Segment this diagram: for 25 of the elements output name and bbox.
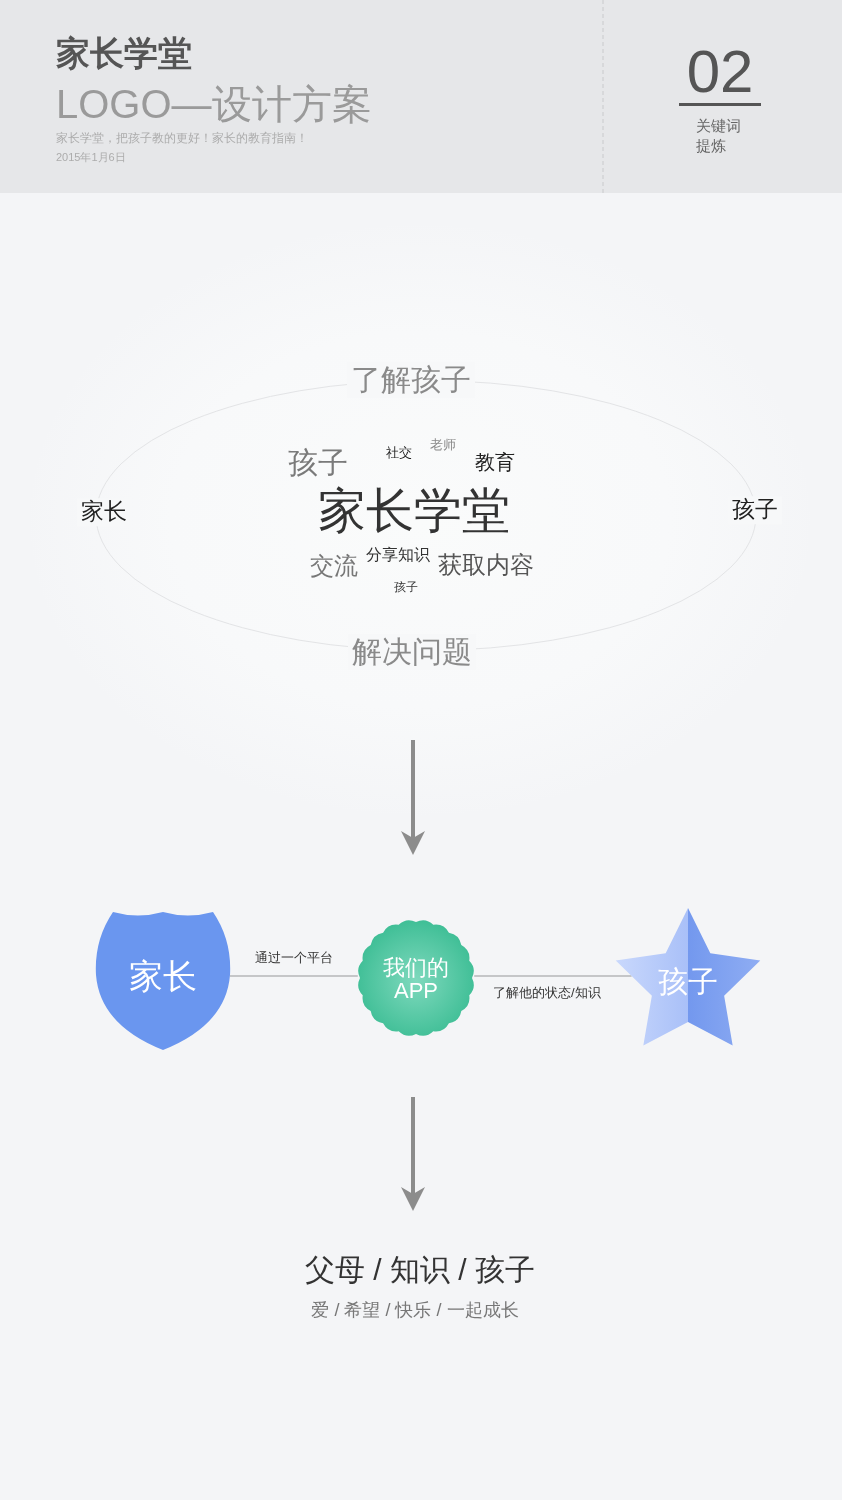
keyword: 获取内容 — [438, 550, 534, 580]
star-shape — [614, 906, 762, 1048]
star-label: 孩子 — [658, 964, 718, 998]
connector-line — [229, 975, 359, 977]
keyword: 孩子 — [394, 579, 418, 595]
keyword: 教育 — [475, 450, 515, 474]
keyword: 交流 — [310, 551, 358, 581]
connector-line — [473, 975, 633, 977]
keyword: 分享知识 — [366, 545, 430, 565]
badge-circle — [357, 919, 475, 1037]
shield-label: 家长 — [129, 959, 197, 998]
keyword-line: 父母 / 知识 / 孩子 — [305, 1252, 535, 1288]
keyword: 孩子 — [288, 445, 348, 481]
badge-label: 我们的APP — [382, 953, 450, 1003]
subtitle: LOGO—设计方案 — [56, 81, 372, 128]
edge-label: 通过一个平台 — [254, 950, 333, 966]
slogan-text: 爱 / 希望 / 快乐 / 一起成长 — [311, 1300, 519, 1322]
shield-shape — [94, 910, 232, 1052]
title: 家长学堂 — [56, 33, 192, 74]
keyword: 社交 — [386, 445, 412, 461]
keyword: 老师 — [430, 437, 456, 453]
section-label: 关键词提炼 — [696, 116, 742, 156]
page-number: 02 — [686, 46, 754, 98]
keyword: 家长学堂 — [318, 483, 510, 540]
edge-label: 了解他的状态/知识 — [493, 985, 601, 1001]
